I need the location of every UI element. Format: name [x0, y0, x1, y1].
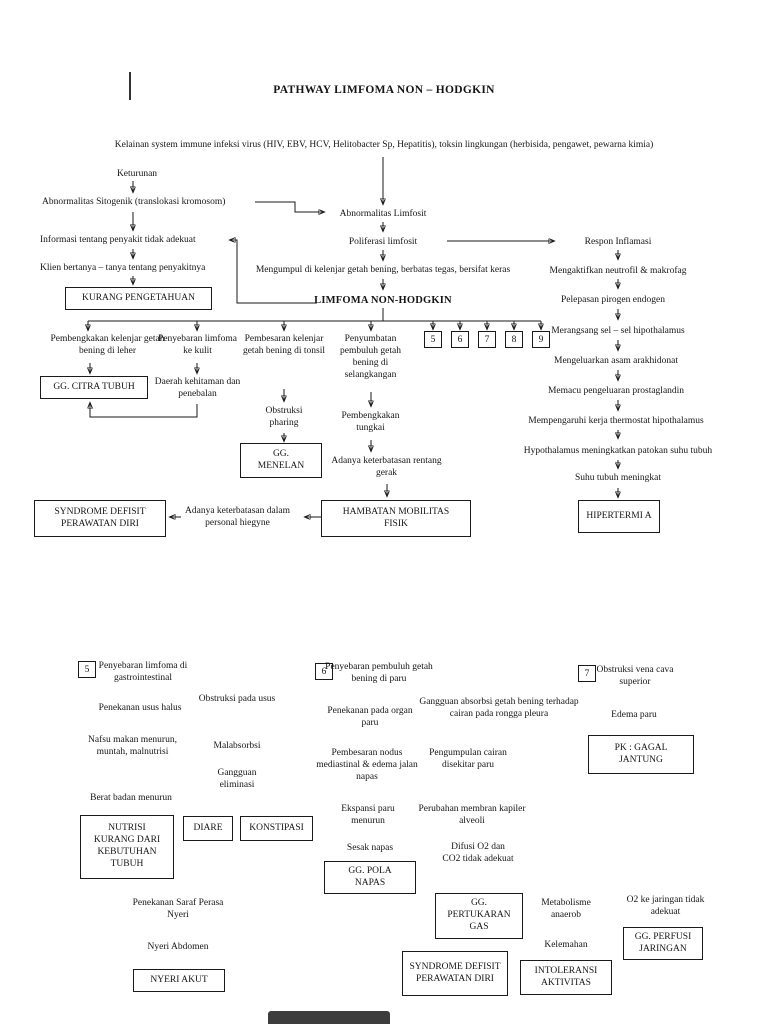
node-obstruksi-usus: Obstruksi pada usus — [198, 694, 276, 704]
dx-intoleransi-box: INTOLERANSI AKTIVITAS — [520, 960, 612, 995]
node-perubahan-membran: Perubahan membran kapiler alveoli — [418, 804, 526, 827]
node-prostaglandin: Memacu pengeluaran prostaglandin — [547, 386, 685, 396]
node-poliferasi: Poliferasi limfosit — [348, 237, 418, 247]
node-limfoma-non-hodgkin: LIMFOMA NON-HODGKIN — [314, 295, 452, 306]
node-malabsorbsi: Malabsorbsi — [213, 741, 261, 751]
dx-kurang-pengetahuan-box: KURANG PENGETAHUAN — [65, 287, 212, 310]
node-metabolisme-anaerob: Metabolisme anaerob — [541, 898, 591, 921]
node-tonsil: Pembesaran kelenjar getah bening di tons… — [242, 334, 326, 357]
node-merangsang-hipothalamus: Merangsang sel – sel hipothalamus — [551, 326, 685, 336]
section-gastro-ref: 5 — [78, 661, 96, 678]
text-cursor-mark — [129, 72, 131, 100]
dx-menelan-box: GG. MENELAN — [240, 443, 322, 478]
section-vena-ref: 7 — [578, 665, 596, 682]
document-title: PATHWAY LIMFOMA NON – HODGKIN — [273, 84, 495, 96]
dx-pertukaran-gas-box: GG. PERTUKARAN GAS — [435, 893, 523, 939]
etiology-text: Kelainan system immune infeksi virus (HI… — [114, 140, 654, 150]
node-berat-badan: Berat badan menurun — [90, 793, 172, 803]
node-kulit: Penyebaran limfoma ke kulit — [158, 334, 237, 357]
node-penekanan-organ: Penekanan pada organ paru — [327, 706, 413, 729]
node-abnormalitas-limfosit: Abnormalitas Limfosit — [339, 209, 427, 219]
section-paru-ref: 6 — [315, 663, 333, 680]
node-penekanan-saraf: Penekanan Saraf Perasa Nyeri — [132, 898, 224, 921]
dx-hipertermi-box: HIPERTERMI A — [578, 500, 660, 533]
dx-diare-box: DIARE — [183, 816, 233, 841]
node-edema-paru: Edema paru — [611, 710, 657, 720]
dx-konstipasi-box: KONSTIPASI — [240, 816, 313, 841]
node-leher: Pembengkakan kelenjar getah bening di le… — [50, 334, 165, 357]
node-kelemahan: Kelemahan — [544, 940, 588, 950]
node-sitogenik: Abnormalitas Sitogenik (translokasi krom… — [42, 197, 226, 207]
ref-box-9: 9 — [532, 331, 550, 348]
node-thermostat: Mempengaruhi kerja thermostat hipothalam… — [528, 416, 704, 426]
ref-box-5: 5 — [424, 331, 442, 348]
node-kehitaman: Daerah kehitaman dan penebalan — [154, 377, 241, 400]
node-klien-bertanya: Klien bertanya – tanya tentang penyakitn… — [40, 263, 206, 273]
node-tungkai: Pembengkakan tungkai — [341, 411, 400, 434]
node-gastro-header: Penyebaran limfoma di gastrointestinal — [98, 661, 188, 684]
node-paru-header: Penyebaran pembuluh getah bening di paru — [325, 662, 433, 685]
ref-box-7: 7 — [478, 331, 496, 348]
node-o2-jaringan: O2 ke jaringan tidak adekuat — [626, 895, 705, 918]
node-respon-inflamasi: Respon Inflamasi — [584, 237, 652, 247]
node-obstruksi-pharing: Obstruksi pharing — [265, 406, 303, 429]
node-arakhidonat: Mengeluarkan asam arakhidonat — [554, 356, 678, 366]
node-nafsu-makan: Nafsu makan menurun, muntah, malnutrisi — [88, 735, 177, 758]
node-vena-header: Obstruksi vena cava superior — [596, 665, 674, 688]
node-rentang-gerak: Adanya keterbatasan rentang gerak — [331, 456, 442, 479]
node-patokan-suhu: Hypothalamus meningkatkan patokan suhu t… — [523, 446, 713, 456]
node-pirogen: Pelepasan pirogen endogen — [561, 295, 665, 305]
dx-gagal-jantung-box: PK : GAGAL JANTUNG — [588, 735, 694, 774]
node-pembesaran-nodus: Pembesaran nodus mediastinal & edema jal… — [316, 748, 418, 783]
node-neutrofil: Mengaktifkan neutrofil & makrofag — [549, 266, 687, 276]
ref-box-6: 6 — [451, 331, 469, 348]
node-gangguan-absorbsi: Gangguan absorbsi getah bening terhadap … — [419, 697, 579, 720]
node-mengumpul: Mengumpul di kelenjar getah bening, berb… — [255, 265, 511, 275]
page-indicator-bar[interactable] — [268, 1011, 390, 1024]
dx-defisit-perawatan-box: SYNDROME DEFISIT PERAWATAN DIRI — [34, 500, 166, 537]
node-sesak-napas: Sesak napas — [346, 843, 394, 853]
node-gangguan-eliminasi: Gangguan eliminasi — [217, 768, 257, 791]
node-nyeri-abdomen: Nyeri Abdomen — [147, 942, 209, 952]
node-ekspansi-paru: Ekspansi paru menurun — [341, 804, 395, 827]
dx-nyeri-akut-box: NYERI AKUT — [133, 969, 225, 992]
node-informasi: Informasi tentang penyakit tidak adekuat — [40, 235, 196, 245]
node-keturunan: Keturunan — [116, 169, 158, 179]
dx-mobilitas-box: HAMBATAN MOBILITAS FISIK — [321, 500, 471, 537]
node-personal-hiegyne: Adanya keterbatasan dalam personal hiegy… — [185, 506, 290, 529]
dx-nutrisi-box: NUTRISI KURANG DARI KEBUTUHAN TUBUH — [80, 815, 174, 879]
node-selangkangan: Penyumbatan pembuluh getah bening di sel… — [340, 334, 401, 381]
node-suhu-meningkat: Suhu tubuh meningkat — [574, 473, 662, 483]
ref-box-8: 8 — [505, 331, 523, 348]
dx-perfusi-jaringan-box: GG. PERFUSI JARINGAN — [623, 927, 703, 960]
node-pengumpulan-cairan: Pengumpulan cairan disekitar paru — [429, 748, 507, 771]
node-difusi-o2: Difusi O2 dan CO2 tidak adekuat — [442, 842, 514, 865]
dx-defisit-perawatan-box-2: SYNDROME DEFISIT PERAWATAN DIRI — [402, 951, 508, 996]
dx-citra-tubuh-box: GG. CITRA TUBUH — [40, 376, 148, 399]
dx-pola-napas-box: GG. POLA NAPAS — [324, 861, 416, 894]
node-penekanan-usus: Penekanan usus halus — [98, 703, 182, 713]
